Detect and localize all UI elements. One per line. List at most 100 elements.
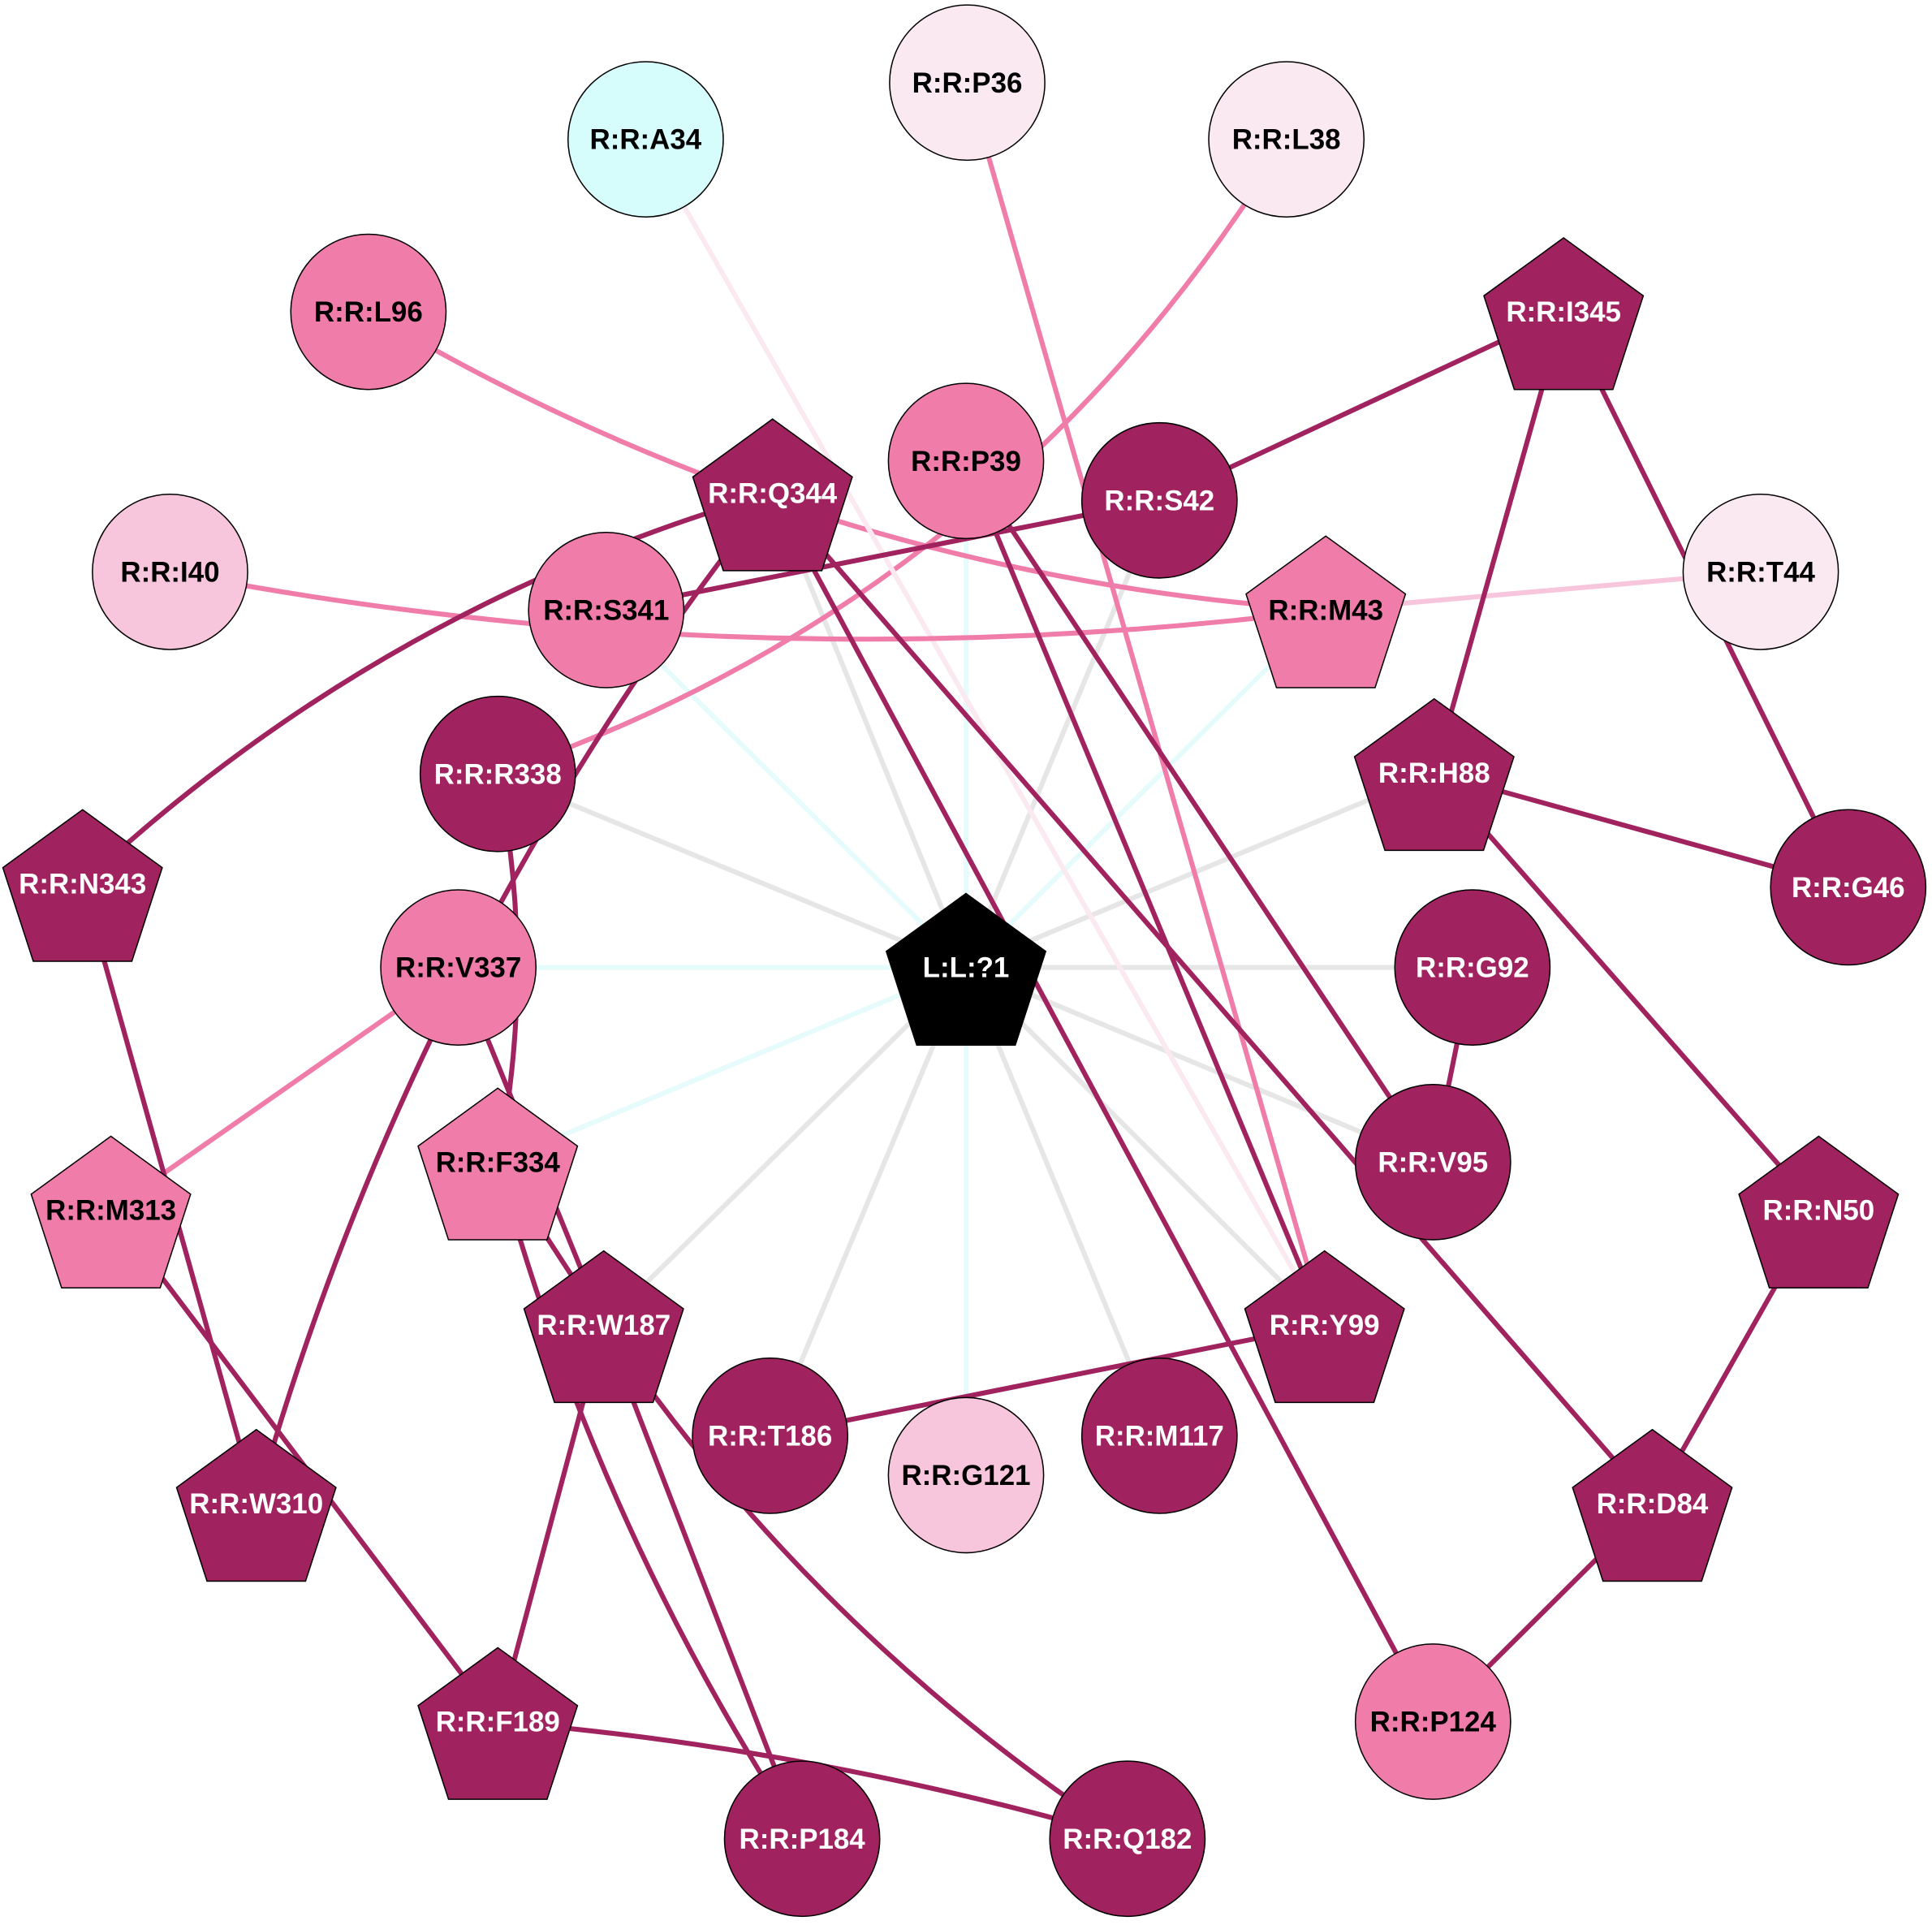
node-label: R:R:V95 [1378, 1147, 1488, 1179]
node-label: R:R:M43 [1268, 595, 1383, 627]
node-r-r-t186[interactable]: R:R:T186 [692, 1357, 849, 1514]
edge-r-r-a34-r-r-y99 [643, 138, 1327, 1327]
node-pentagon [1353, 697, 1515, 852]
node-r-r-l38[interactable]: R:R:L38 [1208, 61, 1365, 218]
node-label: R:R:G46 [1792, 872, 1905, 904]
node-pentagon [1245, 535, 1407, 688]
spoke-r-r-m43 [964, 608, 1328, 969]
node-circle [1770, 809, 1927, 966]
node-pentagon [417, 1087, 579, 1241]
node-r-r-v95[interactable]: R:R:V95 [1354, 1084, 1512, 1241]
node-circle [1354, 1643, 1512, 1800]
node-r-r-q182[interactable]: R:R:Q182 [1049, 1760, 1206, 1918]
node-circle [380, 889, 537, 1046]
node-circle [1049, 1760, 1206, 1918]
node-label: R:R:Y99 [1270, 1310, 1380, 1341]
node-label: R:R:Q182 [1063, 1824, 1192, 1855]
edge-r-r-p39-r-r-v95 [964, 460, 1435, 1164]
node-circle [1394, 889, 1551, 1046]
edge-r-r-q344-r-r-p124 [770, 491, 1435, 1723]
spoke-r-r-r338 [497, 771, 968, 970]
node-r-r-n343[interactable]: R:R:N343 [2, 809, 163, 962]
node-label: R:R:G121 [901, 1460, 1030, 1491]
node-pentagon [175, 1428, 337, 1582]
node-label: R:R:P39 [911, 446, 1021, 477]
node-label: R:R:P124 [1370, 1707, 1497, 1738]
node-r-r-r338[interactable]: R:R:R338 [419, 695, 576, 852]
node-r-r-p39[interactable]: R:R:P39 [887, 382, 1045, 540]
node-pentagon [417, 1647, 579, 1800]
node-r-r-g92[interactable]: R:R:G92 [1394, 889, 1551, 1046]
node-pentagon [30, 1135, 192, 1288]
node-label: L:L:?1 [923, 952, 1010, 984]
node-label: R:R:N50 [1763, 1195, 1875, 1227]
node-label: R:R:L38 [1232, 124, 1341, 156]
node-l-l-1[interactable]: L:L:?1 [885, 892, 1047, 1046]
node-label: R:R:N343 [19, 868, 146, 900]
node-r-r-d84[interactable]: R:R:D84 [1572, 1428, 1733, 1582]
node-label: R:R:W187 [537, 1310, 671, 1341]
node-circle [567, 61, 724, 218]
node-r-r-m313[interactable]: R:R:M313 [30, 1135, 192, 1288]
spoke-r-r-s341 [604, 608, 968, 969]
node-r-r-g46[interactable]: R:R:G46 [1770, 809, 1927, 966]
node-r-r-i345[interactable]: R:R:I345 [1483, 237, 1645, 391]
node-r-r-w310[interactable]: R:R:W310 [175, 1428, 337, 1582]
spoke-r-r-f334 [497, 965, 968, 1165]
node-label: R:R:F189 [436, 1707, 560, 1738]
node-circle [419, 695, 576, 852]
node-r-r-q344[interactable]: R:R:Q344 [692, 418, 853, 572]
node-r-r-m43[interactable]: R:R:M43 [1245, 535, 1407, 688]
node-r-r-w187[interactable]: R:R:W187 [523, 1250, 684, 1404]
node-r-r-y99[interactable]: R:R:Y99 [1244, 1250, 1405, 1404]
node-circle [692, 1357, 849, 1514]
node-label: R:R:P184 [740, 1824, 866, 1855]
node-r-r-f334[interactable]: R:R:F334 [417, 1087, 579, 1241]
node-label: R:R:M313 [45, 1195, 176, 1227]
edge-r-r-w187-r-r-q182 [602, 1323, 1129, 1841]
node-circle [1354, 1084, 1512, 1241]
spoke-r-r-s42 [964, 499, 1162, 969]
node-label: R:R:T44 [1706, 556, 1815, 588]
node-pentagon [1244, 1250, 1405, 1404]
node-circle [1080, 421, 1238, 579]
node-label: R:R:L96 [314, 296, 423, 328]
spoke-r-r-y99 [964, 965, 1326, 1327]
node-r-r-t44[interactable]: R:R:T44 [1682, 493, 1839, 650]
node-circle [1208, 61, 1365, 218]
node-label: R:R:V337 [395, 952, 521, 984]
node-label: R:R:F334 [436, 1147, 561, 1179]
edge-r-r-q344-r-r-d84 [770, 491, 1654, 1505]
node-label: R:R:M117 [1095, 1420, 1224, 1452]
ligand-spokes [458, 460, 1473, 1475]
node-label: R:R:Q344 [708, 477, 838, 509]
node-r-r-v337[interactable]: R:R:V337 [380, 889, 537, 1046]
node-pentagon [1483, 237, 1645, 391]
node-r-r-f189[interactable]: R:R:F189 [417, 1647, 579, 1800]
node-r-r-h88[interactable]: R:R:H88 [1353, 697, 1515, 852]
node-circle [290, 233, 447, 391]
node-label: R:R:D84 [1597, 1488, 1709, 1520]
node-r-r-p184[interactable]: R:R:P184 [723, 1760, 881, 1918]
edge-r-r-p39-r-r-y99 [964, 460, 1327, 1326]
node-r-r-l96[interactable]: R:R:L96 [290, 233, 447, 391]
node-r-r-i40[interactable]: R:R:I40 [92, 493, 248, 650]
node-label: R:R:T186 [708, 1420, 832, 1452]
edge-r-r-q344-r-r-n343 [80, 490, 774, 886]
node-circle [889, 4, 1046, 162]
node-r-r-p36[interactable]: R:R:P36 [889, 4, 1046, 162]
node-r-r-m117[interactable]: R:R:M117 [1080, 1357, 1238, 1514]
node-r-r-a34[interactable]: R:R:A34 [567, 61, 724, 218]
node-circle [723, 1760, 881, 1918]
node-r-r-n50[interactable]: R:R:N50 [1738, 1135, 1900, 1288]
node-circle [1682, 493, 1839, 650]
node-r-r-g121[interactable]: R:R:G121 [887, 1396, 1045, 1554]
node-label: R:R:G92 [1416, 952, 1529, 984]
edge-r-r-i40-r-r-m43 [169, 569, 1326, 642]
node-r-r-s341[interactable]: R:R:S341 [528, 532, 685, 688]
node-r-r-s42[interactable]: R:R:S42 [1080, 421, 1238, 579]
node-label: R:R:I40 [120, 556, 219, 588]
node-r-r-p124[interactable]: R:R:P124 [1354, 1643, 1512, 1800]
